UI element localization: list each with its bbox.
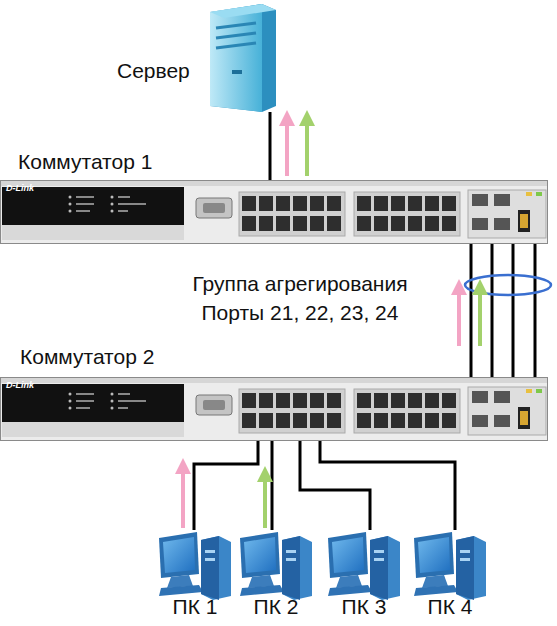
server-icon bbox=[210, 4, 276, 112]
pc-node: ПК 4 bbox=[412, 530, 488, 598]
traffic-arrow bbox=[263, 474, 267, 528]
group-label: Группа агрегирования Порты 21, 22, 23, 2… bbox=[175, 269, 425, 327]
switch-chassis bbox=[1, 378, 548, 441]
cable-line bbox=[300, 441, 370, 530]
switch-node: Коммутатор 2 bbox=[0, 377, 548, 441]
cable-line bbox=[194, 441, 258, 530]
cable-line bbox=[271, 441, 274, 530]
pc-icon bbox=[328, 532, 400, 600]
traffic-arrow bbox=[305, 118, 309, 176]
node-label: Коммутатор 2 bbox=[20, 344, 154, 370]
cable-line bbox=[491, 244, 494, 377]
switch-chassis bbox=[1, 181, 548, 244]
node-label: ПК 1 bbox=[157, 594, 233, 620]
cable-line bbox=[269, 112, 272, 180]
node-label: ПК 3 bbox=[326, 594, 402, 620]
brand-logo: D-Link bbox=[6, 380, 34, 390]
pc-icon bbox=[414, 532, 486, 600]
traffic-arrow bbox=[478, 287, 482, 346]
cable-line bbox=[320, 441, 455, 530]
node-label: ПК 4 bbox=[412, 594, 488, 620]
pc-node: ПК 3 bbox=[326, 530, 402, 598]
node-label: Сервер bbox=[117, 58, 190, 84]
pc-node: ПК 2 bbox=[238, 530, 314, 598]
traffic-arrow bbox=[457, 287, 461, 346]
node-label: Коммутатор 1 bbox=[18, 149, 152, 175]
aggregation-ellipse bbox=[465, 275, 551, 295]
cable-line bbox=[534, 244, 537, 377]
traffic-arrow bbox=[181, 466, 185, 528]
brand-logo: D-Link bbox=[6, 183, 34, 193]
pc-node: ПК 1 bbox=[157, 530, 233, 598]
traffic-arrow bbox=[285, 118, 289, 176]
server-node: Сервер bbox=[205, 4, 277, 112]
pc-icon bbox=[240, 532, 312, 600]
cable-line bbox=[470, 244, 473, 377]
node-label: ПК 2 bbox=[238, 594, 314, 620]
cable-line bbox=[512, 244, 515, 377]
switch-node: Коммутатор 1 bbox=[0, 180, 548, 244]
pc-icon bbox=[159, 532, 231, 600]
